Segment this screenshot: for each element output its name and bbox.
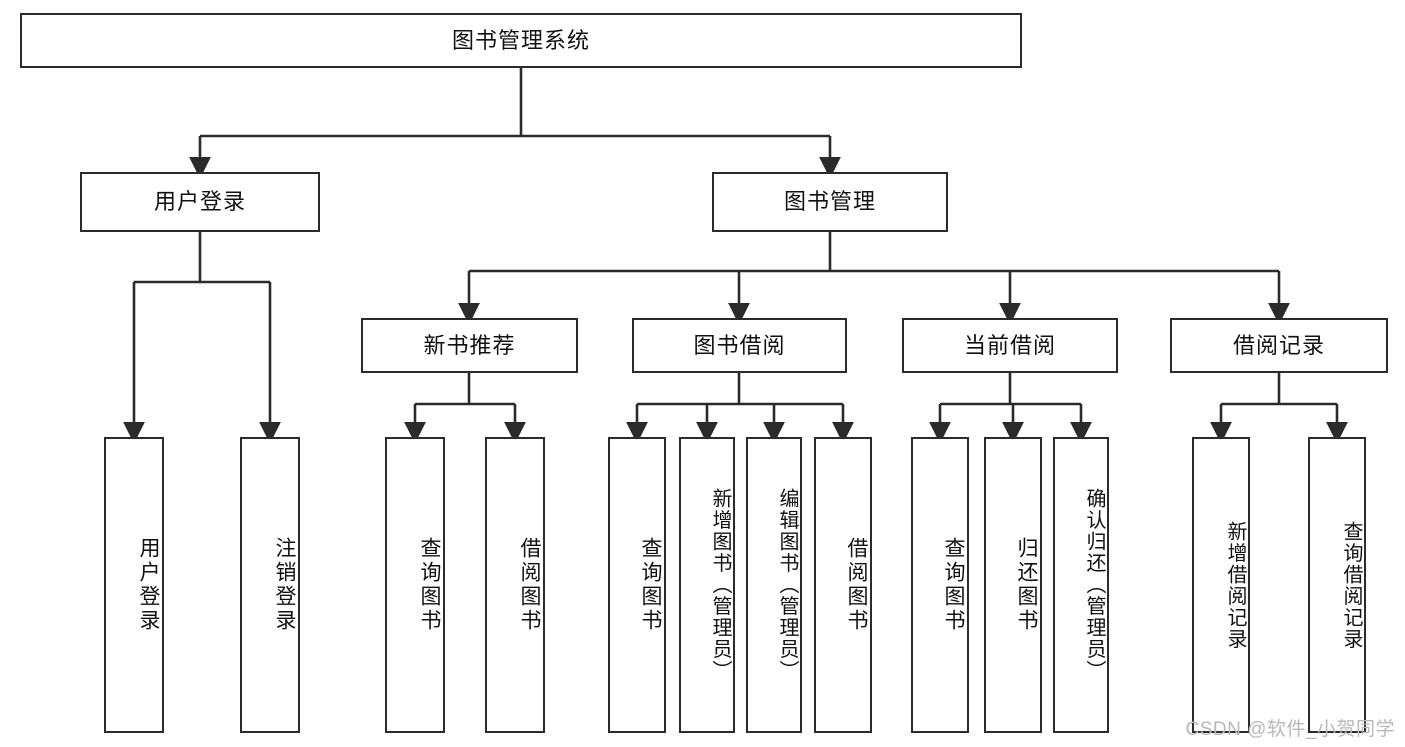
node-root-system[interactable]: 图书管理系统 (20, 13, 1022, 68)
node-user-login[interactable]: 用户登录 (80, 172, 320, 232)
node-borrow-record[interactable]: 借阅记录 (1170, 318, 1388, 373)
node-leaf-add-borrow-record[interactable]: 新增借阅记录 (1192, 437, 1250, 733)
node-leaf-return-book[interactable]: 归还图书 (984, 437, 1042, 733)
node-leaf-add-book-admin[interactable]: 新增图书（管理员） (679, 437, 735, 733)
node-leaf-edit-book-admin[interactable]: 编辑图书（管理员） (746, 437, 802, 733)
node-new-book-recommend[interactable]: 新书推荐 (361, 318, 578, 373)
node-leaf-confirm-return-admin[interactable]: 确认归还（管理员） (1053, 437, 1109, 733)
node-current-borrow[interactable]: 当前借阅 (902, 318, 1118, 373)
node-leaf-query-book-recommend[interactable]: 查询图书 (385, 437, 445, 733)
node-leaf-query-borrow-record[interactable]: 查询借阅记录 (1308, 437, 1366, 733)
node-book-management[interactable]: 图书管理 (712, 172, 948, 232)
node-leaf-query-book-current[interactable]: 查询图书 (911, 437, 969, 733)
node-leaf-user-login[interactable]: 用户登录 (104, 437, 164, 733)
node-leaf-query-book-borrow[interactable]: 查询图书 (608, 437, 666, 733)
node-book-borrow[interactable]: 图书借阅 (632, 318, 847, 373)
watermark-text: CSDN @软件_小贺同学 (1185, 719, 1395, 740)
node-leaf-logout[interactable]: 注销登录 (240, 437, 300, 733)
node-leaf-borrow-book[interactable]: 借阅图书 (814, 437, 872, 733)
node-leaf-borrow-book-recommend[interactable]: 借阅图书 (485, 437, 545, 733)
